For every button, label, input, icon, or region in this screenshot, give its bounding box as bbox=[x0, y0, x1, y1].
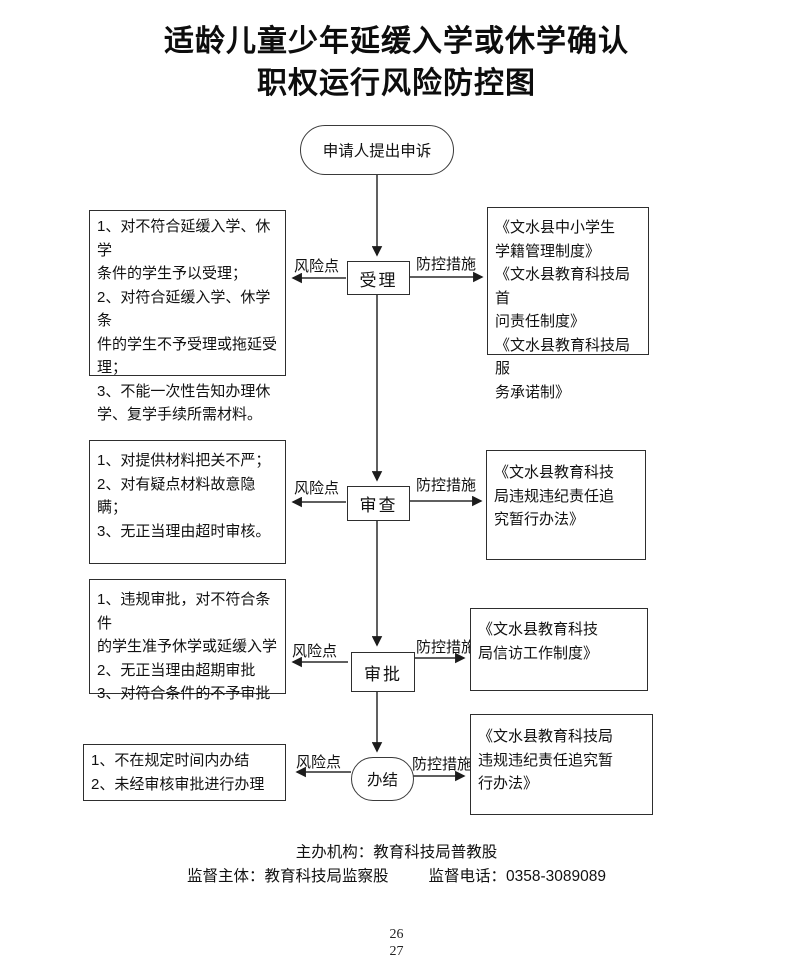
risk-item: 3、对符合条件的不予审批 bbox=[97, 685, 271, 702]
risk-item: 3、不能一次性告知办理休 学、复学手续所需材料。 bbox=[97, 382, 271, 424]
measure-label-accept: 防控措施 bbox=[416, 256, 477, 273]
step-node-approve: 审批 bbox=[351, 652, 415, 692]
step-node-label: 审批 bbox=[364, 664, 402, 684]
measure-label-review: 防控措施 bbox=[416, 477, 477, 494]
measure-item: 《文水县中小学生 学籍管理制度》 bbox=[495, 219, 616, 260]
start-node-label: 申请人提出申诉 bbox=[322, 143, 432, 160]
end-node-label: 办结 bbox=[366, 772, 398, 789]
measure-box-accept: 《文水县中小学生 学籍管理制度》 《文水县教育科技局首 问责任制度》 《文水县教… bbox=[487, 207, 649, 401]
start-node-applicant-appeal: 申请人提出申诉 bbox=[300, 125, 454, 175]
risk-item: 3、无正当理由超时审核。 bbox=[97, 522, 271, 540]
page-title-line2: 职权运行风险防控图 bbox=[257, 67, 536, 100]
measure-box-complete: 《文水县教育科技局 违规违纪责任追究暂 行办法》 bbox=[470, 714, 653, 815]
step-node-review: 审查 bbox=[347, 486, 410, 521]
risk-item: 1、不在规定时间内办结 bbox=[91, 752, 250, 769]
footer-organizer: 主办机构：教育科技局普教股 bbox=[295, 844, 498, 861]
risk-point-label-review: 风险点 bbox=[294, 480, 340, 497]
measure-item: 《文水县教育科技局服 务承诺制》 bbox=[495, 336, 631, 401]
page-number-second: 27 bbox=[389, 944, 404, 959]
risk-item: 2、对有疑点材料故意隐瞒； bbox=[97, 475, 256, 517]
risk-box-approve: 1、违规审批，对不符合条件 的学生准予休学或延缓入学 2、无正当理由超期审批 3… bbox=[89, 579, 286, 702]
risk-item: 1、违规审批，对不符合条件 的学生准予休学或延缓入学 bbox=[97, 591, 278, 655]
risk-box-accept: 1、对不符合延缓入学、休学 条件的学生予以受理； 2、对符合延缓入学、休学条 件… bbox=[89, 210, 286, 423]
risk-item: 2、对符合延缓入学、休学条 件的学生不予受理或拖延受 理； bbox=[97, 288, 278, 377]
risk-item: 2、无正当理由超期审批 bbox=[97, 661, 256, 679]
risk-point-label-accept: 风险点 bbox=[294, 258, 340, 275]
footer-supervisor: 监督主体：教育科技局监察股 bbox=[186, 868, 389, 885]
page-title-line1: 适龄儿童少年延缓入学或休学确认 bbox=[164, 25, 629, 58]
measure-label-complete: 防控措施 bbox=[412, 756, 473, 773]
risk-box-review: 1、对提供材料把关不严； 2、对有疑点材料故意隐瞒； 3、无正当理由超时审核。 bbox=[89, 440, 286, 564]
risk-point-label-approve: 风险点 bbox=[292, 643, 338, 660]
step-node-accept: 受理 bbox=[347, 261, 410, 295]
measure-item: 《文水县教育科技 局违规违纪责任追 究暂行办法》 bbox=[494, 464, 615, 528]
footer-supervision-line: 监督主体：教育科技局监察股 监督电话：0358-3089089 bbox=[0, 864, 793, 886]
step-node-label: 审查 bbox=[359, 496, 398, 515]
measure-box-review: 《文水县教育科技 局违规违纪责任追 究暂行办法》 bbox=[486, 450, 646, 560]
measure-label-approve: 防控措施 bbox=[416, 639, 477, 656]
measure-item: 《文水县教育科技 局信访工作制度》 bbox=[478, 621, 599, 662]
risk-item: 1、对提供材料把关不严； bbox=[97, 452, 271, 469]
risk-item: 1、对不符合延缓入学、休学 条件的学生予以受理； bbox=[97, 218, 271, 282]
end-node-complete: 办结 bbox=[351, 757, 414, 801]
risk-point-label-complete: 风险点 bbox=[296, 754, 342, 771]
risk-item: 2、未经审核审批进行办理 bbox=[91, 775, 265, 793]
step-node-label: 受理 bbox=[359, 270, 398, 290]
measure-item: 《文水县教育科技局 违规违纪责任追究暂 行办法》 bbox=[478, 728, 614, 792]
measure-item: 《文水县教育科技局首 问责任制度》 bbox=[495, 266, 631, 330]
page-number-first: 26 bbox=[389, 927, 404, 942]
measure-box-approve: 《文水县教育科技 局信访工作制度》 bbox=[470, 608, 648, 691]
risk-box-complete: 1、不在规定时间内办结 2、未经审核审批进行办理 bbox=[83, 744, 286, 801]
footer-phone: 监督电话：0358-3089089 bbox=[428, 868, 607, 885]
